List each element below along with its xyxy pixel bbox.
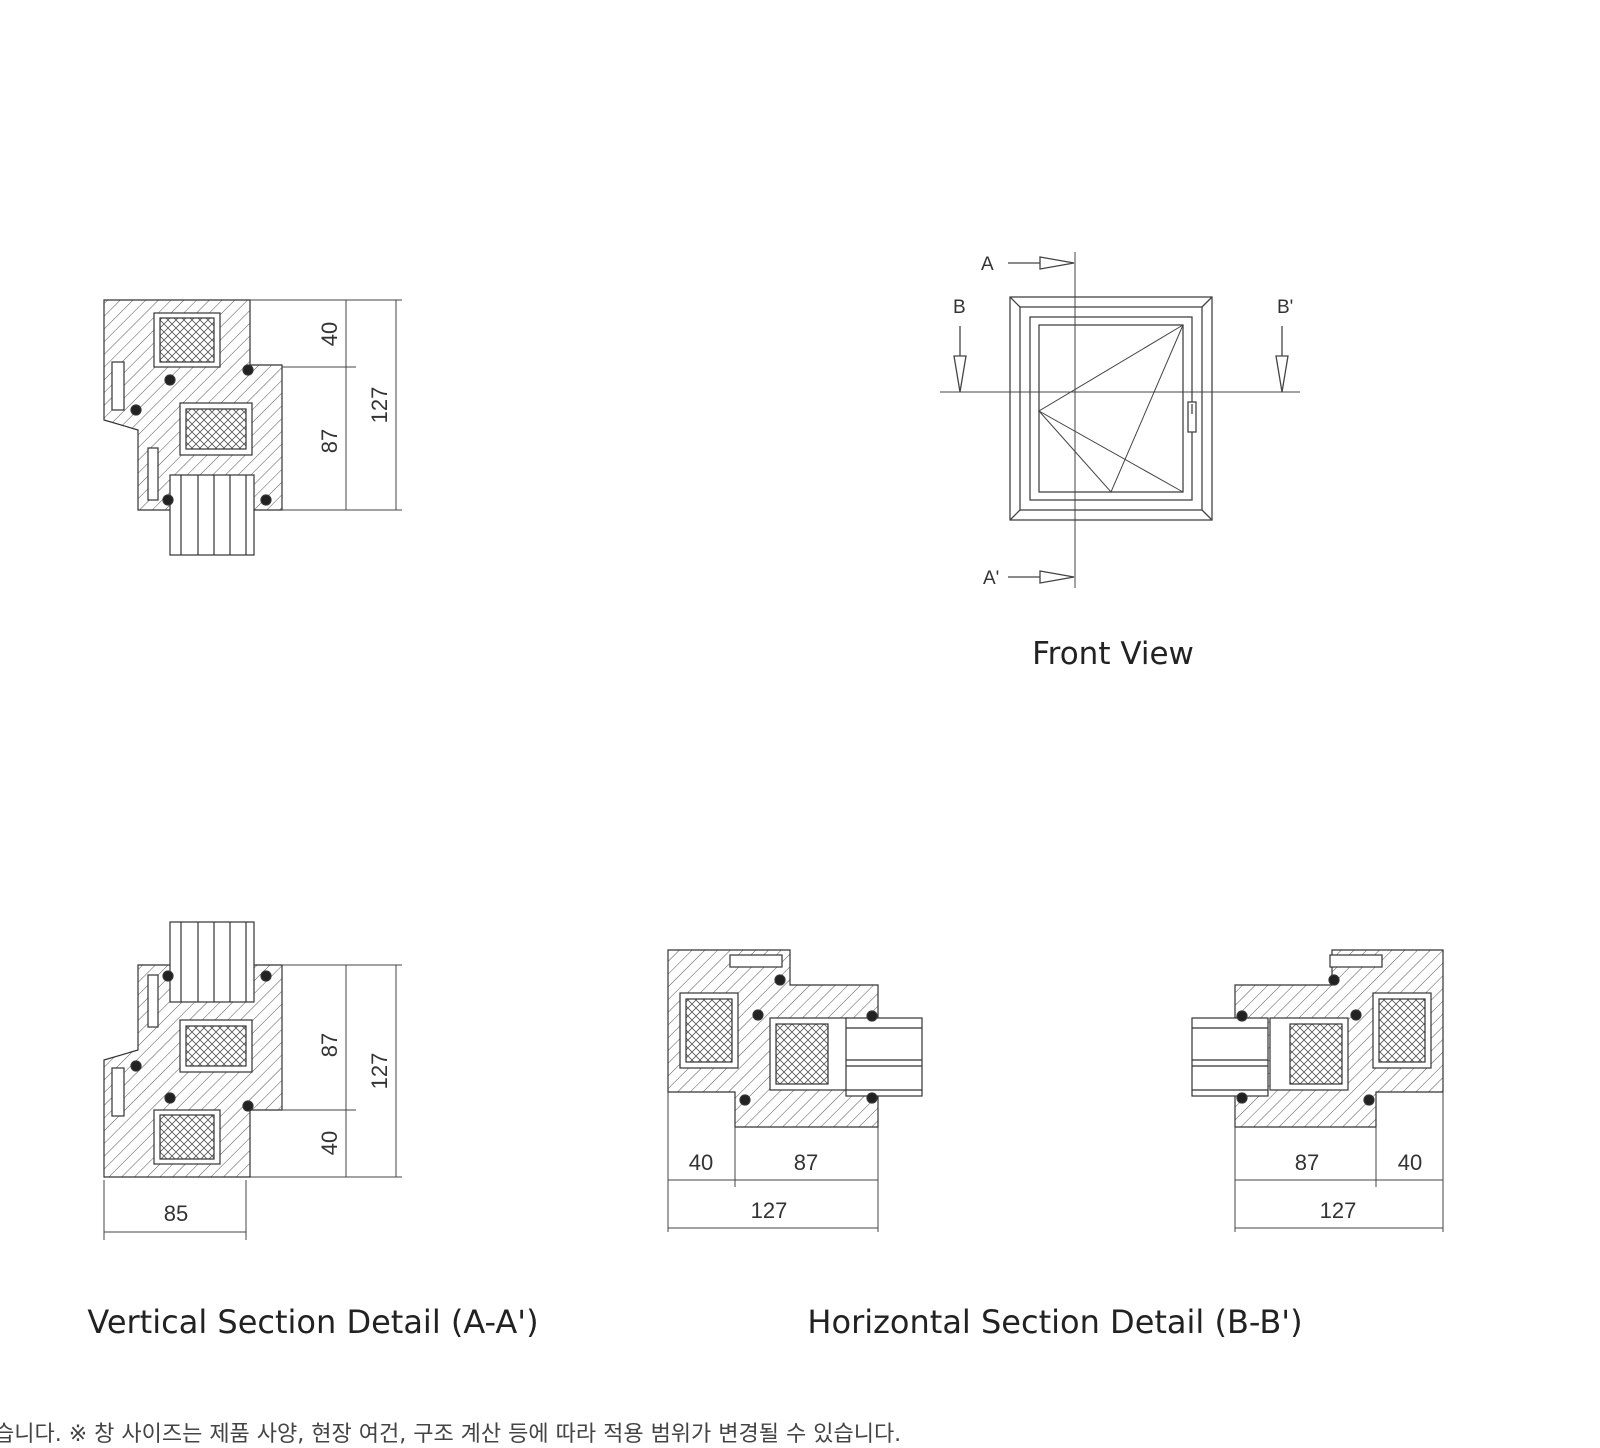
window-outer-frame: [1009, 296, 1213, 521]
horizontal-section-left-profile: [667, 949, 923, 1128]
marker-a: A: [981, 254, 994, 275]
horizontal-left-dim-87: 87: [794, 1150, 818, 1175]
vertical-bottom-dim-87: 87: [317, 1033, 342, 1057]
horizontal-left-dimension-lines: [667, 1092, 879, 1232]
vertical-section-bottom-profile: [103, 921, 283, 1178]
horizontal-right-dimension-lines: [1234, 1092, 1444, 1232]
horizontal-section-right-profile: [1191, 949, 1444, 1128]
section-arrow-b-prime: [1275, 326, 1289, 393]
section-arrow-b: [953, 326, 967, 393]
front-view-diagram: [940, 252, 1300, 588]
window-handle-icon: [1187, 401, 1197, 433]
horizontal-right-dim-127: 127: [1320, 1198, 1357, 1223]
vertical-bottom-dim-40: 40: [317, 1131, 342, 1155]
vertical-section-caption: Vertical Section Detail (A-A'): [87, 1303, 538, 1341]
vertical-top-dimension-lines: [250, 299, 402, 511]
section-arrow-a: [1008, 256, 1075, 270]
vertical-top-dim-127: 127: [367, 387, 392, 424]
section-arrow-a-prime: [1008, 570, 1075, 584]
horizontal-right-dim-87: 87: [1295, 1150, 1319, 1175]
vertical-top-dim-87: 87: [317, 429, 342, 453]
vertical-section-top-profile: [103, 299, 283, 556]
vertical-top-dim-40: 40: [317, 322, 342, 346]
window-sash: [1029, 316, 1193, 501]
marker-b-prime: B': [1277, 297, 1293, 318]
horizontal-left-dim-40: 40: [689, 1150, 713, 1175]
vertical-bottom-dimension-lines: [103, 964, 402, 1240]
footer-note: 습니다. ※ 창 사이즈는 제품 사양, 현장 여건, 구조 계산 등에 따라 …: [0, 1422, 902, 1447]
vertical-bottom-dim-85: 85: [164, 1201, 188, 1226]
marker-a-prime: A': [983, 568, 999, 589]
vertical-bottom-dim-127: 127: [367, 1053, 392, 1090]
opening-triangles: [1038, 324, 1184, 493]
marker-b: B: [953, 297, 966, 318]
horizontal-left-dim-127: 127: [751, 1198, 788, 1223]
horizontal-right-dim-40: 40: [1398, 1150, 1422, 1175]
front-view-caption: Front View: [1032, 636, 1194, 672]
horizontal-section-caption: Horizontal Section Detail (B-B'): [807, 1303, 1302, 1341]
